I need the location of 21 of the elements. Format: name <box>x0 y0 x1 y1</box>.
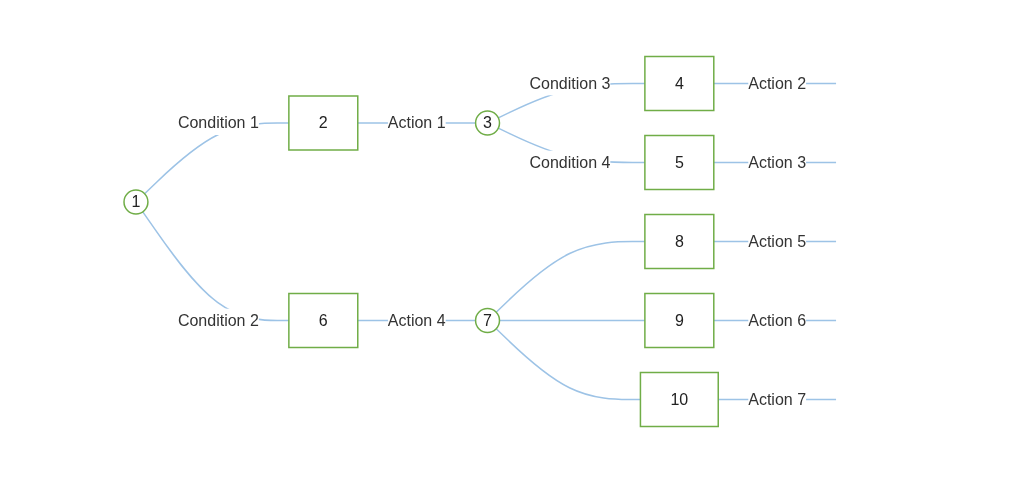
edge-label: Condition 4 <box>529 153 611 171</box>
node-box: 2 <box>288 95 359 151</box>
edge-label: Action 5 <box>748 232 807 250</box>
edge-label: Action 3 <box>748 153 807 171</box>
node-circle: 1 <box>123 189 149 215</box>
edge-label: Action 7 <box>748 390 807 408</box>
edge-label: Action 1 <box>387 114 446 131</box>
edge-label: Condition 2 <box>177 311 259 329</box>
node-box: 5 <box>644 134 715 191</box>
node-box: 6 <box>288 292 359 349</box>
node-circle: 7 <box>474 307 501 334</box>
edge-label: Action 4 <box>387 311 446 329</box>
edge-label: Condition 3 <box>529 74 611 92</box>
node-box: 4 <box>644 55 715 112</box>
node-circle: 3 <box>474 110 501 136</box>
edge-label: Action 2 <box>748 74 807 92</box>
edge-label: Action 6 <box>748 311 807 329</box>
node-box: 9 <box>644 292 715 349</box>
edge-label: Condition 1 <box>177 114 259 131</box>
node-box: 10 <box>639 371 719 428</box>
node-box: 8 <box>644 213 715 270</box>
